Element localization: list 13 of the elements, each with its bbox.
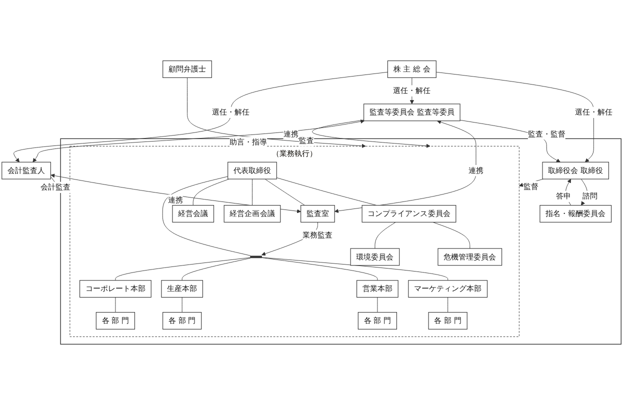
connector [115,257,251,281]
connector [261,257,378,281]
connector [162,176,251,256]
connector [276,177,377,206]
connector [192,178,230,206]
connector [377,297,378,313]
connector [182,258,251,281]
connector [374,222,396,249]
connector [261,257,448,281]
connector [115,297,116,313]
node-bar [250,256,262,258]
connector [432,222,470,249]
connector [264,178,305,206]
